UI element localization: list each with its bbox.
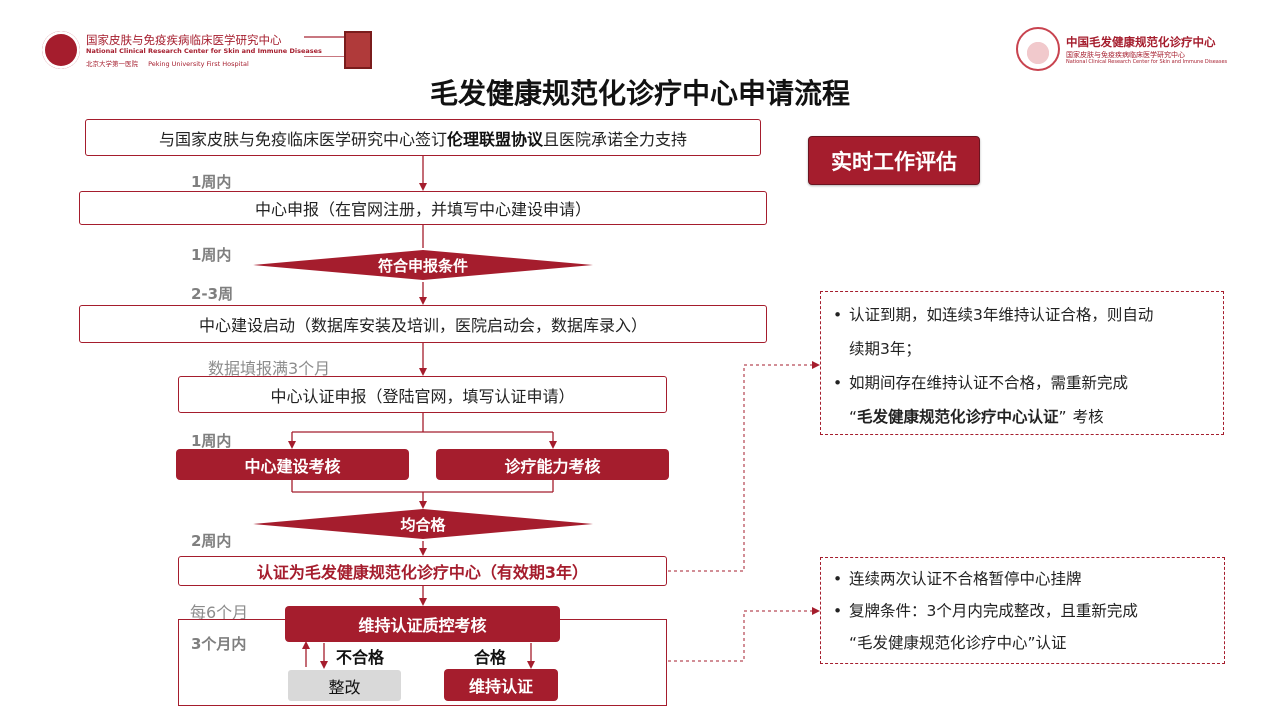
time-label-8: 3个月内 — [191, 635, 247, 653]
decision-eligible: 符合申报条件 — [377, 257, 468, 275]
time-label-3: 2-3周 — [191, 285, 234, 303]
note2-item1: 连续两次认证不合格暂停中心挂牌 — [833, 563, 1216, 595]
left-logo-en: National Clinical Research Center for Sk… — [86, 47, 322, 55]
review-clinical-capacity: 诊疗能力考核 — [436, 449, 669, 480]
pass-label: 合格 — [474, 648, 507, 667]
decision-diamond-1 — [253, 250, 593, 280]
time-label-1: 1周内 — [191, 173, 232, 191]
note1-item2-bold: 毛发健康规范化诊疗中心认证 — [857, 408, 1059, 426]
review-center-construction: 中心建设考核 — [176, 449, 409, 480]
step-certified: 认证为毛发健康规范化诊疗中心（有效期3年） — [178, 556, 667, 586]
rectify-box: 整改 — [288, 670, 401, 701]
page-title: 毛发健康规范化诊疗中心申请流程 — [429, 77, 850, 110]
step-certification-application: 中心认证申报（登陆官网，填写认证申请） — [178, 376, 667, 413]
step1-bold: 伦理联盟协议 — [446, 129, 543, 149]
left-logo: 国家皮肤与免疫疾病临床医学研究中心 National Clinical Rese… — [42, 31, 382, 71]
realtime-evaluation-badge: 实时工作评估 — [808, 136, 980, 185]
right-logo-sub: 国家皮肤与免疫疾病临床医学研究中心 — [1066, 51, 1185, 59]
step-center-application: 中心申报（在官网注册，并填写中心建设申请） — [79, 191, 767, 225]
note1-item1-line2: 续期3年； — [849, 340, 921, 358]
note2-item2-line2: “毛发健康规范化诊疗中心”认证 — [849, 634, 1067, 652]
time-label-2: 1周内 — [191, 246, 232, 264]
time-label-6: 2周内 — [191, 532, 232, 550]
left-logo-hospital-cn: 北京大学第一医院 — [86, 60, 138, 68]
left-logo-cn: 国家皮肤与免疫疾病临床医学研究中心 — [86, 33, 282, 47]
time-label-5: 1周内 — [191, 432, 232, 450]
step1-post: 且医院承诺全力支持 — [543, 129, 688, 149]
note2-item2-line1: 复牌条件：3个月内完成整改，且重新完成 — [849, 602, 1138, 620]
hospital-badge-icon — [344, 31, 372, 69]
keep-certification: 维持认证 — [444, 669, 558, 701]
note-suspension: 连续两次认证不合格暂停中心挂牌 复牌条件：3个月内完成整改，且重新完成 “毛发健康… — [820, 557, 1225, 664]
right-logo-cn: 中国毛发健康规范化诊疗中心 — [1066, 35, 1216, 49]
institution-seal-icon — [42, 31, 80, 69]
step1-pre: 与国家皮肤与免疫临床医学研究中心签订 — [158, 129, 447, 149]
note1-item1-line1: 认证到期，如连续3年维持认证合格，则自动 — [849, 306, 1154, 324]
right-logo-en: National Clinical Research Center for Sk… — [1066, 59, 1228, 65]
step-sign-agreement: 与国家皮肤与免疫临床医学研究中心签订伦理联盟协议且医院承诺全力支持 — [85, 119, 761, 156]
decision-all-pass: 均合格 — [400, 516, 446, 534]
left-logo-hospital-en: Peking University First Hospital — [148, 60, 249, 68]
decision-diamond-2 — [253, 509, 593, 539]
note1-item2-tail: 考核 — [1072, 408, 1104, 426]
hair-center-logo-icon — [1016, 27, 1060, 71]
time-label-4: 数据填报满3个月 — [208, 359, 331, 378]
note1-item2-quote-open: “ — [849, 408, 858, 426]
step-center-launch: 中心建设启动（数据库安装及培训，医院启动会，数据库录入） — [79, 305, 767, 343]
time-label-7: 每6个月 — [190, 603, 249, 622]
maintain-qc-review: 维持认证质控考核 — [285, 606, 560, 642]
fail-label: 不合格 — [336, 648, 385, 667]
right-logo: 中国毛发健康规范化诊疗中心 国家皮肤与免疫疾病临床医学研究中心 National… — [1016, 26, 1246, 76]
note1-item2-line1: 如期间存在维持认证不合格，需重新完成 — [849, 374, 1129, 392]
note1-item2-quote-close: ” — [1058, 408, 1067, 426]
caduceus-icon — [304, 36, 348, 57]
